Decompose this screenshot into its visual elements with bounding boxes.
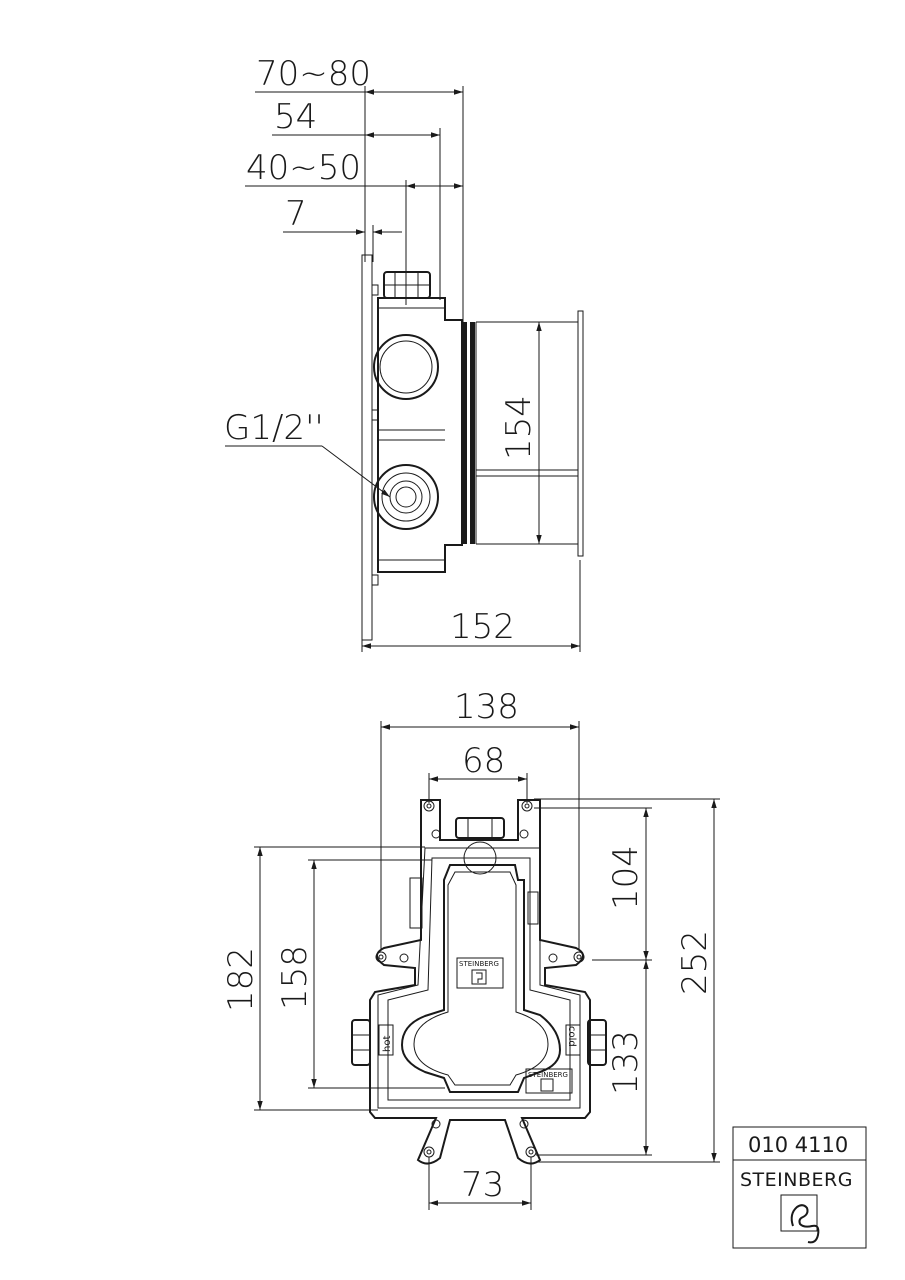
thread-callout: G1/2'' xyxy=(224,408,391,498)
cartridge-outline xyxy=(400,864,562,1093)
title-block: 010 4110 STEINBERG xyxy=(732,1126,867,1249)
brand-name: STEINBERG xyxy=(740,1169,853,1191)
dim-133-label: 133 xyxy=(606,1030,646,1095)
side-view: 70~80 54 40~50 7 xyxy=(224,54,584,652)
dim-68: 68 xyxy=(428,741,528,803)
connection-lower xyxy=(373,464,439,530)
dim-158-label: 158 xyxy=(275,945,315,1010)
brand-logo-icon xyxy=(780,1194,820,1244)
cold-inlet-nut xyxy=(587,1019,607,1066)
dim-70-80-label: 70~80 xyxy=(256,54,371,94)
mounting-holes xyxy=(375,800,585,1158)
dim-138: 138 xyxy=(380,687,580,950)
dim-138-label: 138 xyxy=(454,687,519,727)
dim-7-label: 7 xyxy=(285,194,307,234)
seal-ring-2 xyxy=(470,322,475,544)
valve-body xyxy=(377,297,463,573)
dim-73-label: 73 xyxy=(461,1165,504,1205)
thread-label: G1/2'' xyxy=(224,408,324,448)
brand-badge-lower-text: STEINBERG xyxy=(528,1071,568,1079)
seal-ring-1 xyxy=(462,322,467,544)
brand-badge-lower xyxy=(525,1068,573,1094)
outlet-upper xyxy=(373,334,439,400)
dim-40-50-label: 40~50 xyxy=(246,148,361,188)
dim-154: 154 xyxy=(499,322,542,544)
brand-badge-upper xyxy=(456,957,504,989)
dim-154-label: 154 xyxy=(499,395,539,460)
top-nut-front xyxy=(455,817,505,839)
cold-label: cold xyxy=(566,1026,577,1047)
dim-182-label: 182 xyxy=(221,947,261,1012)
dim-252: 252 xyxy=(534,798,720,1163)
mounting-plate xyxy=(361,254,373,641)
dim-252-label: 252 xyxy=(675,930,715,995)
brand-badge-upper-text: STEINBERG xyxy=(459,960,499,968)
dim-133: 133 xyxy=(536,960,652,1156)
dim-54: 54 xyxy=(272,97,440,138)
dim-158: 158 xyxy=(275,859,445,1089)
hot-label: hot xyxy=(382,1036,393,1052)
hot-inlet-nut xyxy=(351,1019,371,1066)
dim-7: 7 xyxy=(283,194,402,235)
dim-104-label: 104 xyxy=(606,845,646,910)
dim-40-50: 40~50 xyxy=(245,148,463,189)
mounting-frame xyxy=(369,799,591,1165)
dim-54-label: 54 xyxy=(274,97,317,137)
dim-104: 104 xyxy=(534,807,652,961)
dim-70-80: 70~80 xyxy=(255,54,463,95)
dim-68-label: 68 xyxy=(462,741,505,781)
sleeve-flange xyxy=(577,310,584,557)
dim-73: 73 xyxy=(428,1157,532,1210)
article-number: 010 4110 xyxy=(748,1133,848,1157)
dim-152: 152 xyxy=(361,560,581,652)
front-view: 138 68 hot cold xyxy=(221,687,720,1210)
dim-182: 182 xyxy=(221,846,425,1111)
dim-152-label: 152 xyxy=(450,607,515,647)
